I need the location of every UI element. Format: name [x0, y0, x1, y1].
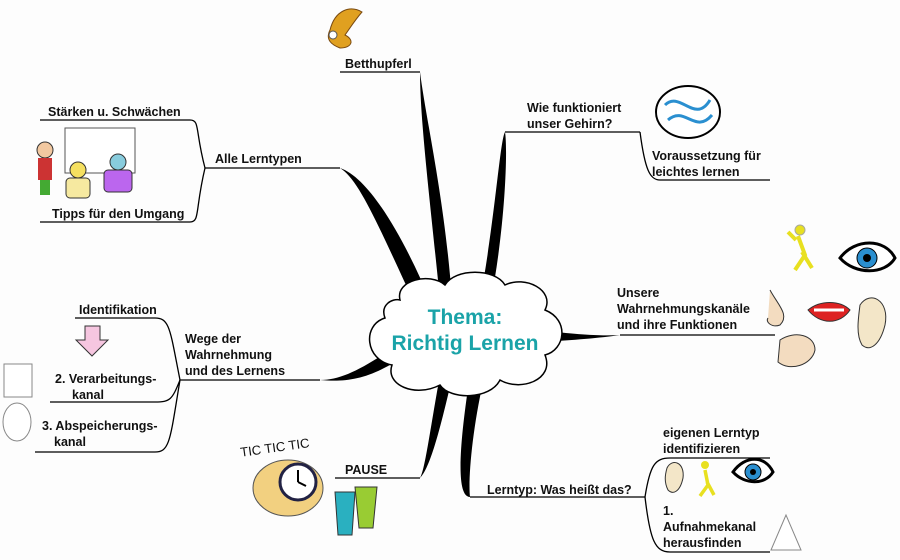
verarbeitung-label: 2. Verarbeitungs- kanal	[55, 371, 156, 403]
wege-line3: und des Lernens	[185, 364, 286, 378]
brain-icon	[655, 85, 721, 139]
circle-shape	[2, 402, 32, 442]
abspeicherung-line1: 3. Abspeicherungs-	[42, 419, 158, 433]
ear-icon	[857, 297, 887, 349]
eye-icon-small	[731, 457, 775, 484]
kanaele-line2: Wahrnehmungskanäle	[617, 302, 750, 316]
kanaele-label: Unsere Wahrnehmungskanäle und ihre Funkt…	[617, 285, 750, 333]
voraussetzung-label: Voraussetzung für leichtes lernen	[652, 148, 761, 180]
pause-label: PAUSE	[345, 463, 388, 477]
aufnahme-line2: Aufnahmekanal	[663, 520, 757, 534]
staerken-label: Stärken u. Schwächen	[48, 105, 181, 119]
center-line1: Thema:	[427, 306, 503, 329]
down-arrow-icon	[74, 325, 110, 357]
wege-line1: Wege der	[185, 332, 242, 346]
eye-icon	[838, 241, 897, 273]
center-cloud	[369, 271, 563, 397]
gehirn-label: Wie funktioniert unser Gehirn?	[527, 100, 621, 132]
eigenen-line2: identifizieren	[663, 442, 741, 456]
hand-icon	[777, 334, 816, 368]
eigenen-line1: eigenen Lerntyp	[663, 426, 760, 440]
branch-lerntyp	[460, 375, 484, 497]
abspeicherung-label: 3. Abspeicherungs- kanal	[42, 418, 158, 450]
eagle-icon	[327, 8, 363, 49]
tipps-label: Tipps für den Umgang	[52, 207, 185, 221]
aufnahme-line3: herausfinden	[663, 536, 742, 550]
walking-person-icon	[786, 224, 814, 272]
kanaele-line1: Unsere	[617, 286, 660, 300]
lerntypen-label: Alle Lerntypen	[215, 152, 302, 166]
square-shape	[3, 363, 33, 398]
gehirn-line1: Wie funktioniert	[527, 101, 622, 115]
verarbeitung-line2: kanal	[72, 388, 104, 402]
triangle-shape	[770, 513, 802, 551]
cups-icon	[334, 486, 378, 536]
branch-lerntypen	[340, 168, 432, 315]
voraussetzung-line2: leichtes lernen	[652, 165, 740, 179]
eigenen-lerntyp-label: eigenen Lerntyp identifizieren	[663, 425, 760, 457]
branch-gehirn	[480, 132, 507, 305]
abspeicherung-line2: kanal	[54, 435, 86, 449]
kanaele-line3: und ihre Funktionen	[617, 318, 738, 332]
wege-label: Wege der Wahrnehmung und des Lernens	[185, 331, 285, 379]
branch-lines	[35, 71, 775, 553]
lerntyp-label: Lerntyp: Was heißt das?	[487, 483, 632, 497]
walking-person-icon-small	[698, 461, 716, 498]
identifikation-label: Identifikation	[79, 303, 157, 317]
aufnahmekanal-label: 1. Aufnahmekanal herausfinden	[663, 503, 756, 551]
verarbeitung-line1: 2. Verarbeitungs-	[55, 372, 157, 386]
aufnahme-line1: 1.	[663, 504, 674, 518]
ear-icon-small	[664, 462, 684, 493]
wege-line2: Wahrnehmung	[185, 348, 273, 362]
branch-betthupferl	[420, 72, 452, 300]
betthupferl-label: Betthupferl	[345, 57, 412, 71]
gehirn-line2: unser Gehirn?	[527, 117, 613, 131]
branch-pause	[420, 375, 452, 478]
clock-icon	[252, 459, 324, 517]
voraussetzung-line1: Voraussetzung für	[652, 149, 761, 163]
branch-strokes	[320, 72, 620, 497]
nose-icon	[766, 289, 785, 327]
mouth-icon	[807, 302, 851, 322]
central-topic: Thema: Richtig Lernen	[380, 305, 550, 357]
center-line2: Richtig Lernen	[391, 332, 539, 355]
children-learning-icon	[36, 127, 136, 199]
